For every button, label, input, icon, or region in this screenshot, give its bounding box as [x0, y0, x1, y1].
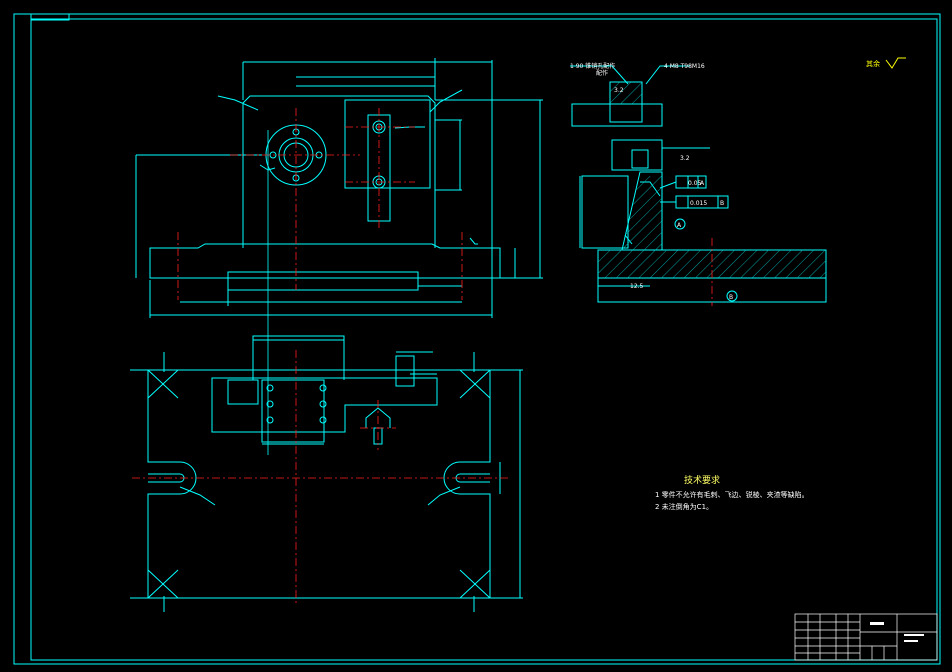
title-block-mark [870, 622, 884, 625]
top-view [130, 335, 523, 612]
datum-b-circle [726, 290, 738, 302]
section-web-hatch [622, 176, 662, 250]
front-base-slot [227, 271, 419, 291]
label-surface-note: 其余 [866, 59, 880, 68]
top-center-block [261, 379, 325, 443]
tech-requirement-1: 1 零件不允许有毛刺、飞边、锐棱、夹渣等缺陷。 [655, 490, 809, 499]
label-datum-b: B [729, 294, 733, 301]
sheet-frame [13, 13, 941, 665]
front-base-plate [149, 243, 501, 279]
label-rough-3: 3.2 [680, 155, 690, 162]
title-block-mark-3 [904, 640, 918, 642]
top-view-centerlines [132, 350, 510, 606]
surface-roughness-icon [885, 57, 906, 69]
label-datum-a-ref: A [700, 180, 705, 187]
front-upright [242, 95, 436, 248]
label-section-2: 配作 [596, 69, 608, 77]
outer-border [13, 13, 941, 665]
front-window [344, 99, 431, 189]
top-base-outline [147, 369, 491, 599]
top-block-left [227, 379, 259, 405]
label-datum-a: A [677, 222, 682, 229]
top-upper-extension [252, 335, 345, 380]
datum-a-circle [674, 218, 686, 230]
label-rough-2: 12.5 [630, 283, 644, 290]
label-datum-b-ref: B [720, 200, 724, 207]
front-view-centerlines [177, 108, 463, 300]
inner-border [30, 18, 938, 661]
title-block-mark-2 [904, 634, 924, 636]
front-view [135, 58, 543, 318]
section-detail-small [631, 149, 649, 169]
label-section-1: 1 90 锥销孔配作 [570, 62, 615, 70]
label-tol-para: 0.015 [690, 200, 707, 207]
label-rough-1: 3.2 [614, 87, 624, 94]
label-section-3: 4 M8 T98M16 [664, 63, 705, 70]
top-small-box [395, 355, 415, 387]
label-tol-perp: 0.05 [688, 180, 702, 187]
title-block [794, 613, 938, 661]
tech-requirement-2: 2 未注倒角为C1。 [655, 502, 713, 511]
top-upright-outline [211, 377, 438, 433]
code-box [30, 13, 70, 21]
section-detail-body [571, 103, 663, 127]
section-detail-mid [611, 139, 663, 171]
section-side-block [581, 175, 629, 249]
section-detail-hatch [610, 82, 642, 104]
tech-requirements-title: 技术要求 [684, 474, 720, 486]
